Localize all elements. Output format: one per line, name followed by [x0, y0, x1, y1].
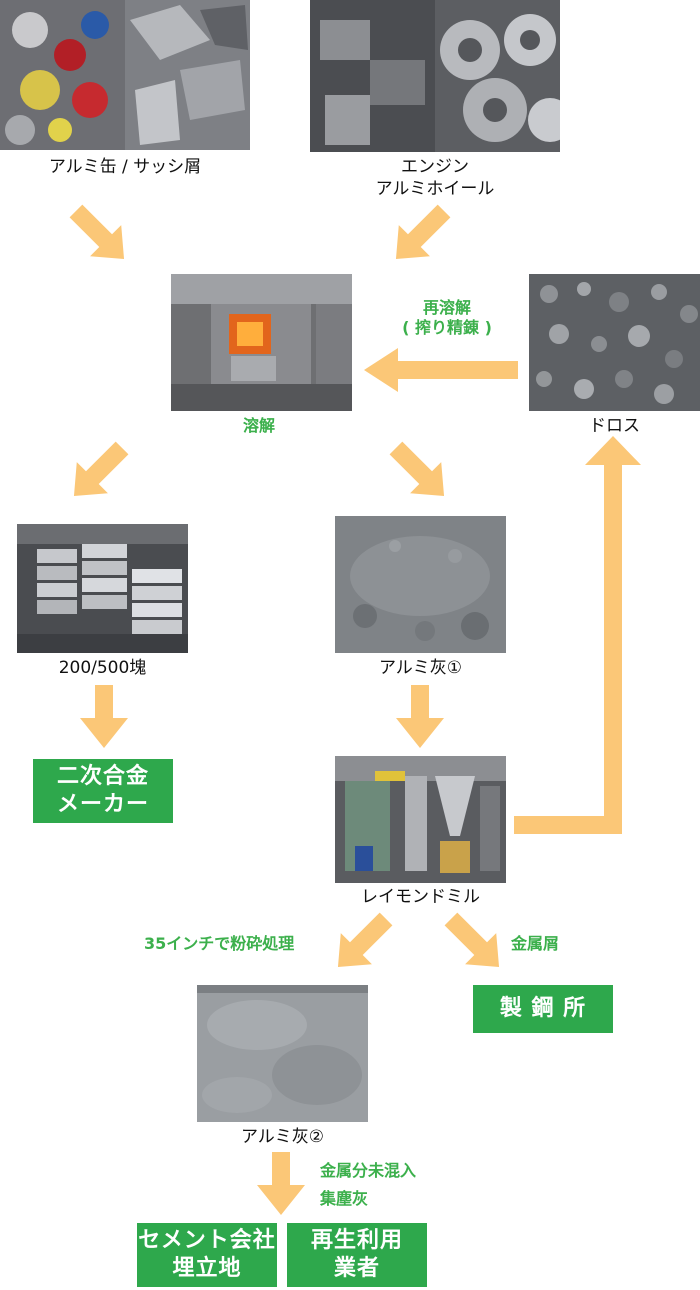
remelt-label-line2: ( 搾り精錬 ): [402, 318, 492, 337]
cans-scrap-photo: [0, 0, 250, 150]
cement-line1: セメント会社: [138, 1228, 276, 1253]
cans-caption: アルミ缶 / サッシ屑: [48, 157, 202, 177]
mixed-line2: 集塵灰: [320, 1189, 369, 1208]
arrow-mill-to-steel: [444, 912, 500, 968]
melt-label: 溶解: [243, 416, 276, 435]
arrow-ingot-to-alloy: [80, 685, 128, 748]
mill-caption: レイモンドミル: [361, 887, 480, 907]
mixed-line1: 金属分未混入: [320, 1161, 417, 1180]
alloy-line2: メーカー: [56, 792, 149, 817]
secondary-alloy-maker-box: 二次合金 メーカー: [33, 759, 173, 823]
crush-label: 35インチで粉砕処理: [144, 934, 295, 953]
reuse-line2: 業者: [333, 1256, 380, 1281]
arrow-cans-to-melt: [69, 204, 125, 260]
steel-line1: 製 鋼 所: [499, 996, 587, 1021]
ash1-caption: アルミ灰①: [378, 658, 463, 678]
remelt-label-line1: 再溶解: [422, 298, 471, 317]
aluminum-ash1-photo: [335, 516, 506, 653]
steel-mill-box: 製 鋼 所: [473, 985, 613, 1033]
ingot-caption: 200/500塊: [58, 658, 147, 678]
metal-scrap-label: 金属屑: [511, 934, 560, 953]
dross-photo: [529, 274, 700, 411]
engine-caption-line1: エンジン: [401, 157, 469, 177]
remelt-label: 再溶解 ( 搾り精錬 ): [382, 298, 512, 338]
arrow-mill-to-dross: [514, 436, 641, 834]
arrow-melt-to-ash1: [389, 441, 445, 497]
dross-caption: ドロス: [589, 416, 640, 436]
arrow-dross-to-melt: [364, 348, 518, 392]
cement-landfill-box: セメント会社 埋立地: [137, 1223, 277, 1287]
cement-line2: 埋立地: [172, 1256, 242, 1281]
engine-caption-line2: アルミホイール: [375, 179, 495, 199]
arrow-mill-to-ash2: [337, 912, 393, 968]
arrow-ash1-to-mill: [396, 685, 444, 748]
aluminum-ash2-photo: [197, 985, 368, 1122]
ingot-photo: [17, 524, 188, 653]
arrow-melt-to-ingot: [73, 441, 129, 497]
reuse-line1: 再生利用: [310, 1228, 403, 1253]
ash2-caption: アルミ灰②: [240, 1127, 325, 1147]
metal-not-mixed-label: 金属分未混入 集塵灰: [320, 1157, 416, 1213]
engine-caption: エンジン アルミホイール: [310, 156, 560, 200]
engine-wheel-photo: [310, 0, 560, 152]
raymond-mill-photo: [335, 756, 506, 883]
alloy-line1: 二次合金: [56, 764, 149, 789]
arrow-ash2-to-down: [257, 1152, 305, 1215]
melting-furnace-photo: [171, 274, 352, 411]
arrow-engine-to-melt: [395, 204, 451, 260]
recycling-business-box: 再生利用 業者: [287, 1223, 427, 1287]
